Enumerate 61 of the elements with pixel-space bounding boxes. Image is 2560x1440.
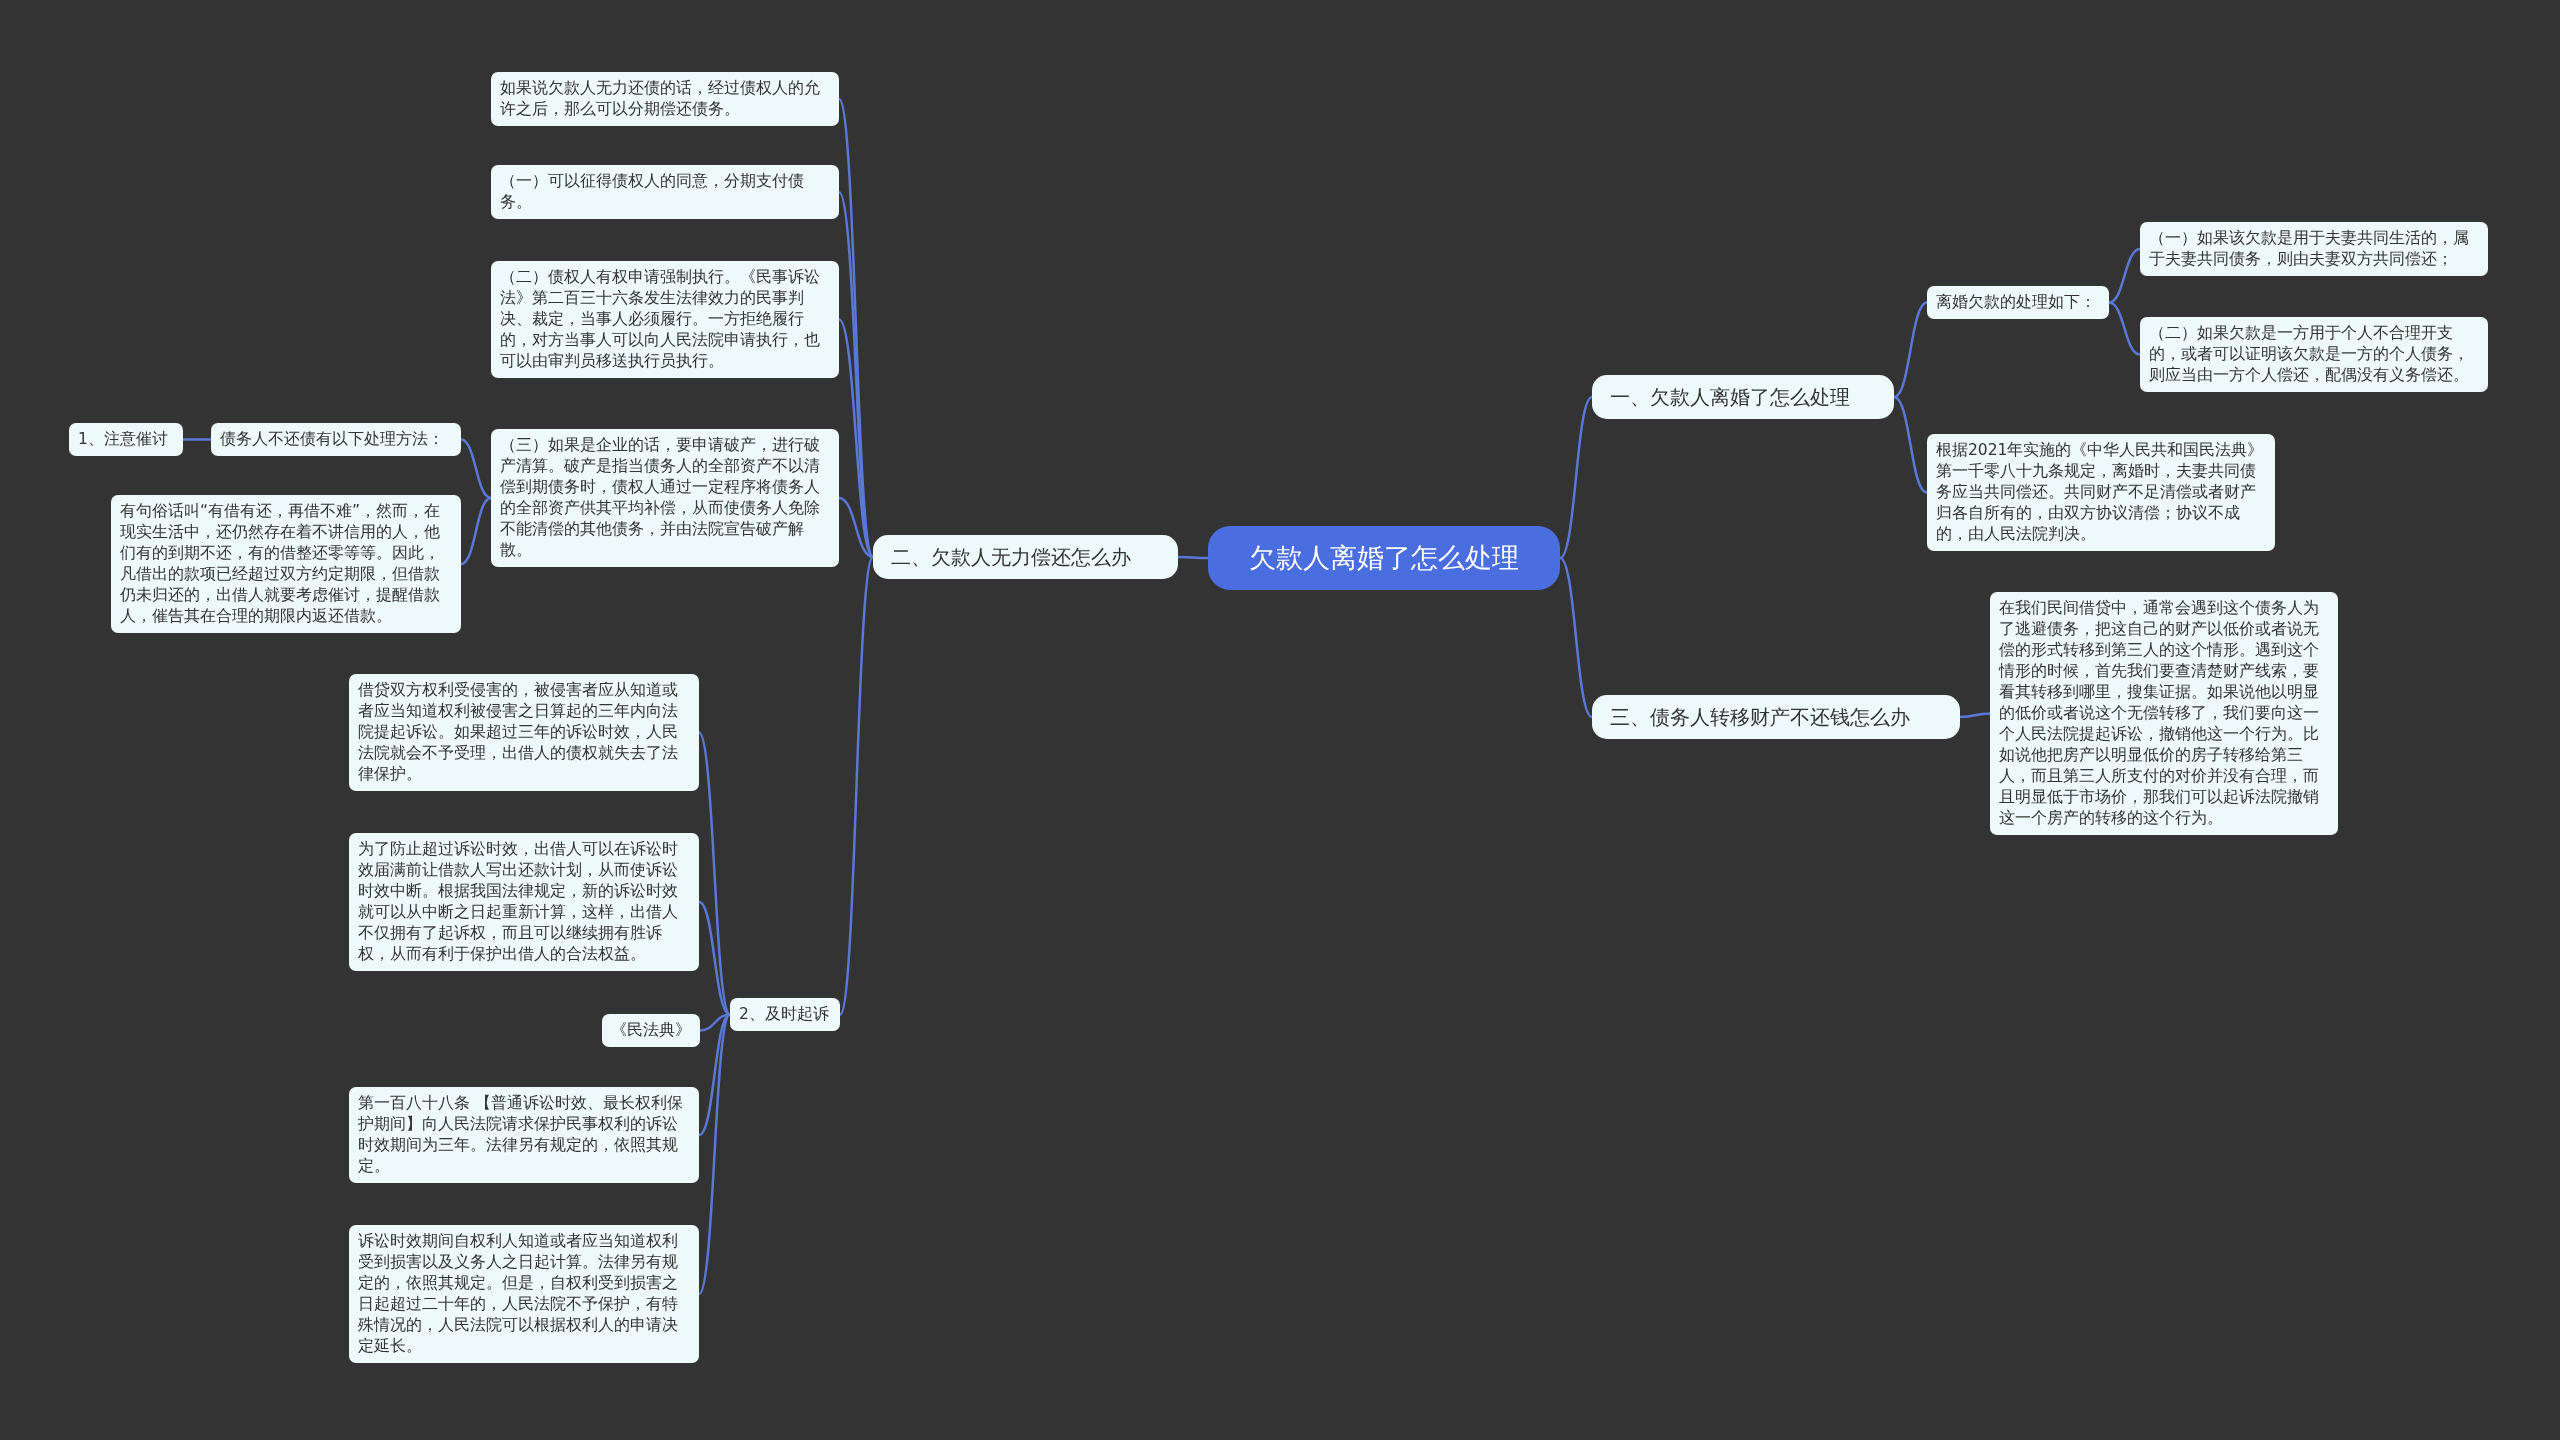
- main-topic: [873, 535, 1178, 579]
- subtopic-card: [491, 429, 839, 567]
- topic-text: 三、债务人转移财产不还钱怎么办: [1610, 704, 1911, 730]
- subtopic-card: [211, 423, 461, 456]
- connector-line: [837, 191, 875, 558]
- topic-text: （一）可以征得债权人的同意，分期支付债务。: [500, 171, 805, 213]
- subtopic-card: [602, 1014, 700, 1047]
- topic-text: 根据2021年实施的《中华人民共和国民法典》第一千零八十九条规定，离婚时，夫妻共同债务应当共同偿还。共同财产不足清偿或者财产归各自所有的，由双方协议清偿；协议不成的，由人民法院判决。: [1936, 440, 2265, 545]
- connector-line: [1893, 301, 1928, 399]
- connector-line: [1559, 396, 1593, 559]
- subtopic-card: [730, 998, 840, 1031]
- subtopic-card: [349, 674, 699, 791]
- connector-line: [838, 556, 875, 1015]
- connector-line: [460, 438, 492, 500]
- connector-line: [1893, 395, 1928, 494]
- topic-text: 一、欠款人离婚了怎么处理: [1610, 384, 1851, 410]
- topic-text: （二）债权人有权申请强制执行。《民事诉讼法》第二百三十六条发生法律效力的民事判决、裁定，当事人必须履行。一方拒绝履行的，对方当事人可以向人民法院申请执行，也可以由审判员移送执行员执行。: [500, 267, 821, 372]
- connector-line: [2108, 301, 2141, 356]
- subtopic-card: [491, 261, 839, 378]
- topic-text: （一）如果该欠款是用于夫妻共同生活的，属于夫妻共同债务，则由夫妻双方共同偿还；: [2149, 228, 2470, 270]
- connector-line: [698, 1013, 731, 1137]
- topic-text: 如果说欠款人无力还债的话，经过债权人的允许之后，那么可以分期偿还债务。: [500, 78, 821, 120]
- topic-text: 第一百八十八条 【普通诉讼时效、最长权利保护期间】向人民法院请求保护民事权利的诉讼时效期间为三年。法律另有规定的，依照其规定。: [358, 1093, 684, 1177]
- topic-text: 2、及时起诉: [739, 1004, 830, 1025]
- subtopic-card: [349, 1225, 699, 1363]
- subtopic-card: [69, 423, 183, 456]
- subtopic-card: [349, 1087, 699, 1183]
- connector-line: [1178, 555, 1208, 560]
- topic-text: （三）如果是企业的话，要申请破产，进行破产清算。破产是指当债务人的全部资产不以清偿到期债务时，债权人通过一定程序将债务人的全部资产供其平均补偿，从而使债务人免除不能清偿的其他债务，并由法院宣告破产解散。: [500, 435, 821, 561]
- subtopic-card: [2140, 222, 2488, 276]
- connector-line: [460, 496, 492, 566]
- subtopic-card: [2140, 317, 2488, 392]
- topic-text: 为了防止超过诉讼时效，出借人可以在诉讼时效届满前让借款人写出还款计划，从而使诉讼时效中断。根据我国法律规定，新的诉讼时效就可以从中断之日起重新计算，这样，出借人不仅拥有了起诉权，而且可以继续拥有胜诉权，从而有利于保护出借人的合法权益。: [358, 839, 679, 965]
- subtopic-card: [491, 165, 839, 219]
- connector-line: [183, 438, 211, 441]
- subtopic-card: [349, 833, 699, 971]
- connector-line: [697, 731, 732, 1016]
- connector-line: [1559, 557, 1593, 718]
- topic-text: 离婚欠款的处理如下：: [1936, 292, 2097, 313]
- connector-line: [1959, 712, 1991, 719]
- connector-line: [2108, 247, 2141, 304]
- subtopic-card: [1927, 434, 2275, 551]
- connector-line: [698, 900, 731, 1016]
- topic-text: 债务人不还债有以下处理方法：: [220, 429, 445, 450]
- main-topic: [1592, 375, 1894, 419]
- topic-text: 欠款人离婚了怎么处理: [1248, 541, 1520, 575]
- topic-text: （二）如果欠款是一方用于个人不合理开支的，或者可以证明该欠款是一方的个人债务，则应当由一方个人偿还，配偶没有义务偿还。: [2149, 323, 2470, 386]
- subtopic-card: [1927, 286, 2109, 319]
- subtopic-card: [491, 72, 839, 126]
- topic-text: 二、欠款人无力偿还怎么办: [891, 544, 1132, 570]
- topic-text: 有句俗话叫“有借有还，再借不难”，然而，在现实生活中，还仍然存在着不讲信用的人，他们有的到期不还，有的借整还零等等。因此，凡借出的款项已经超过双方约定期限，但借款仍未归还的，出借人就要考虑催讨，提醒借款人，催告其在合理的期限内返还借款。: [120, 501, 442, 627]
- main-topic: [1592, 695, 1960, 739]
- topic-text: 在我们民间借贷中，通常会遇到这个债务人为了逃避债务，把这自己的财产以低价或者说无偿的形式转移到第三人的这个情形。遇到这个情形的时候，首先我们要查清楚财产线索，要看其转移到哪里，搜集证据。如果说他以明显的低价或者说这个无偿转移了，我们要向这一个人民法院提起诉讼，撤销他这一个行为。比如说他把房产以明显低价的房子转移给第三人，而且第三人所支付的对价并没有合理，而且明显低于市场价，那我们可以起诉法院撤销这一个房产的转移的这个行为。: [1999, 598, 2320, 829]
- central-topic: [1208, 526, 1560, 590]
- topic-text: 《民法典》: [611, 1020, 691, 1041]
- topic-text: 诉讼时效期间自权利人知道或者应当知道权利受到损害以及义务人之日起计算。法律另有规定的，依照其规定。但是，自权利受到损害之日起超过二十年的，人民法院不予保护，有特殊情况的，人民法院可以根据权利人的申请决定延长。: [358, 1231, 679, 1357]
- topic-text: 借贷双方权利受侵害的，被侵害者应从知道或者应当知道权利被侵害之日算起的三年内向法院提起诉讼。如果超过三年的诉讼时效，人民法院就会不予受理，出借人的债权就失去了法律保护。: [358, 680, 679, 785]
- subtopic-card: [111, 495, 461, 633]
- connector-line: [838, 496, 874, 559]
- topic-text: 1、注意催讨: [78, 429, 169, 450]
- connector-line: [697, 1013, 732, 1295]
